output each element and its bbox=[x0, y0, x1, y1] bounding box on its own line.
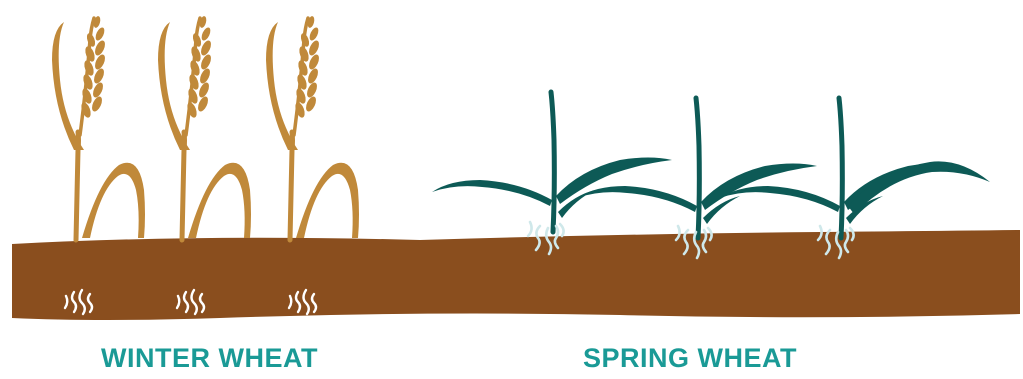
winter-wheat-label: WINTER WHEAT bbox=[101, 342, 318, 374]
winter-wheat-plant-1 bbox=[52, 15, 145, 240]
spring-wheat-plant-1 bbox=[432, 92, 672, 232]
spring-wheat-label: SPRING WHEAT bbox=[583, 342, 797, 374]
winter-wheat-plant-3 bbox=[266, 15, 359, 240]
soil-band bbox=[12, 230, 1020, 320]
winter-wheat-plant-2 bbox=[158, 15, 251, 240]
